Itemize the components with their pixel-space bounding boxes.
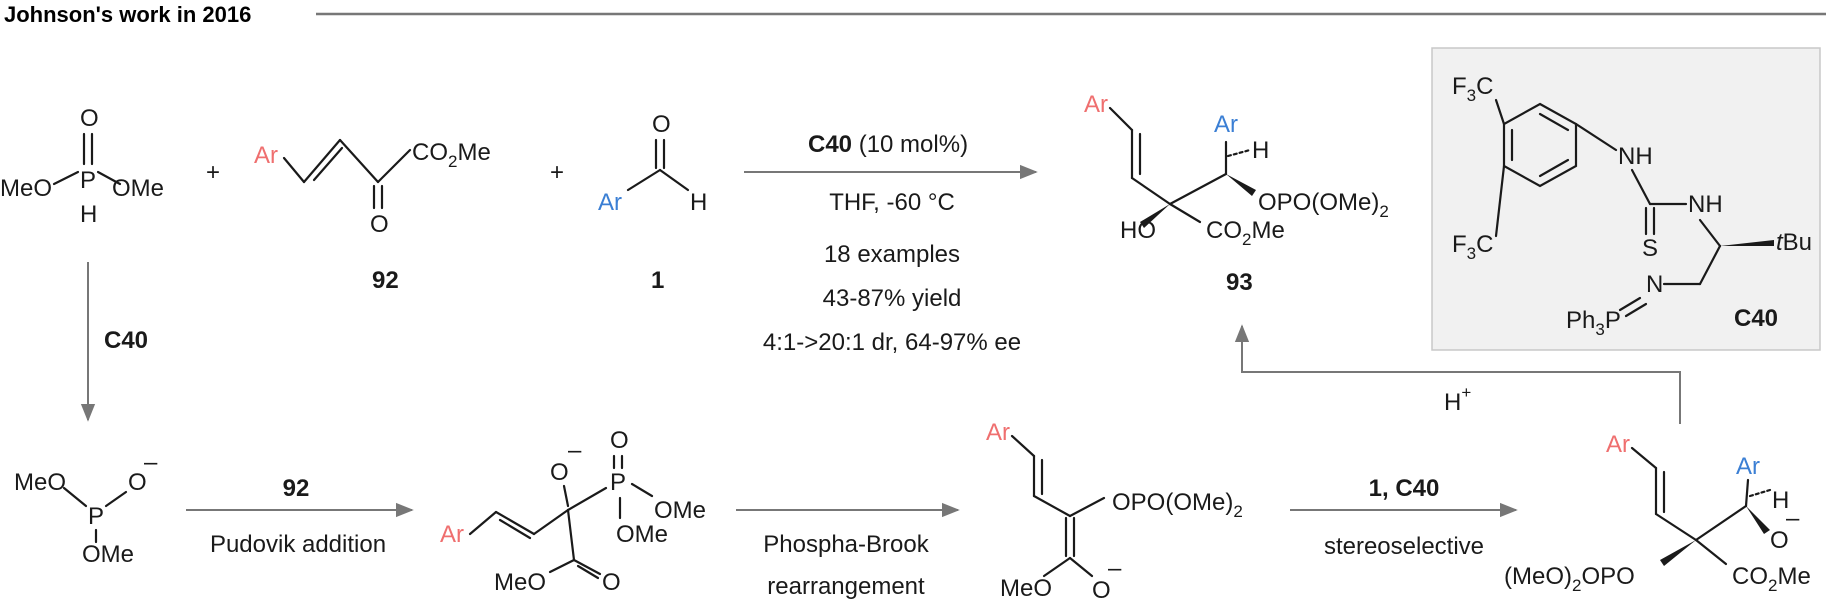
svg-text:O: O <box>1092 577 1111 604</box>
stereo-reagent: 1, C40 <box>1369 475 1440 502</box>
svg-text:MeO: MeO <box>14 469 66 496</box>
pudovik-adduct: Ar O – P O OMe OMe O MeO <box>440 427 706 596</box>
catalyst-c40-structure: F3C F3C NH NH S tBu N Ph3P <box>1452 73 1812 339</box>
protonation-arrow <box>1234 324 1681 424</box>
svg-text:O: O <box>550 459 569 486</box>
svg-text:NH: NH <box>1688 191 1723 218</box>
down-arrow-label: C40 <box>104 327 148 354</box>
svg-text:P: P <box>610 469 626 496</box>
svg-text:–: – <box>1108 555 1122 582</box>
svg-text:MeO: MeO <box>1000 575 1052 602</box>
svg-text:N: N <box>1646 271 1663 298</box>
svg-text:tBu: tBu <box>1776 229 1812 256</box>
svg-text:Ar: Ar <box>440 521 464 548</box>
protonation-label: H+ <box>1444 383 1471 416</box>
brook-label-1: Phospha-Brook <box>763 531 929 558</box>
main-yield: 43-87% yield <box>823 285 962 312</box>
svg-text:Ar: Ar <box>1606 431 1630 458</box>
svg-text:HO: HO <box>1120 217 1156 244</box>
dimethyl-phosphite: O P MeO OMe H <box>0 105 164 228</box>
svg-text:NH: NH <box>1618 143 1653 170</box>
svg-text:Ar: Ar <box>986 419 1010 446</box>
label-93: 93 <box>1226 269 1253 296</box>
svg-text:–: – <box>144 449 158 476</box>
aldehyde-1: O Ar H <box>598 111 707 216</box>
svg-text:Ph3P: Ph3P <box>1566 307 1621 339</box>
product-93: Ar Ar H OPO(OMe)2 HO CO2Me <box>1084 91 1389 249</box>
svg-text:Ar: Ar <box>254 142 278 169</box>
svg-text:O: O <box>652 111 671 138</box>
svg-text:–: – <box>1786 505 1800 532</box>
svg-text:H: H <box>690 189 707 216</box>
section-title: Johnson's work in 2016 <box>4 2 251 27</box>
svg-text:CO2Me: CO2Me <box>412 139 491 171</box>
svg-text:CO2Me: CO2Me <box>1732 563 1811 595</box>
svg-text:MeO: MeO <box>0 175 52 202</box>
pudovik-label: Pudovik addition <box>210 531 386 558</box>
svg-text:S: S <box>1642 235 1658 262</box>
svg-text:O: O <box>80 105 99 132</box>
svg-text:OMe: OMe <box>616 521 668 548</box>
svg-text:OPO(OMe)2: OPO(OMe)2 <box>1112 489 1243 521</box>
compound-92: Ar O CO2Me <box>254 138 491 238</box>
brook-label-2: rearrangement <box>767 573 925 600</box>
svg-text:OMe: OMe <box>82 541 134 568</box>
svg-text:P: P <box>88 503 104 530</box>
svg-text:Ar: Ar <box>1736 453 1760 480</box>
svg-text:O: O <box>602 569 621 596</box>
label-1: 1 <box>651 267 664 294</box>
svg-text:OMe: OMe <box>654 497 706 524</box>
svg-text:P: P <box>80 167 96 194</box>
svg-text:(MeO)2OPO: (MeO)2OPO <box>1504 563 1635 595</box>
svg-text:O: O <box>1770 527 1789 554</box>
main-examples: 18 examples <box>824 241 960 268</box>
catalyst-box <box>1431 47 1821 351</box>
svg-text:OMe: OMe <box>112 175 164 202</box>
label-92: 92 <box>372 267 399 294</box>
svg-text:–: – <box>568 437 582 464</box>
svg-text:CO2Me: CO2Me <box>1206 217 1285 249</box>
plus-1: + <box>206 159 220 186</box>
svg-text:Ar: Ar <box>598 189 622 216</box>
svg-text:H: H <box>1772 487 1789 514</box>
main-conditions: THF, -60 °C <box>829 189 955 216</box>
plus-2: + <box>550 159 564 186</box>
svg-text:H: H <box>1252 137 1269 164</box>
label-c40: C40 <box>1734 305 1778 332</box>
svg-text:O: O <box>128 469 147 496</box>
svg-text:MeO: MeO <box>494 569 546 596</box>
svg-text:OPO(OMe)2: OPO(OMe)2 <box>1258 189 1389 221</box>
stereo-label: stereoselective <box>1324 533 1484 560</box>
svg-text:H: H <box>80 201 97 228</box>
pudovik-reagent: 92 <box>283 475 310 502</box>
svg-text:Ar: Ar <box>1084 91 1108 118</box>
svg-text:O: O <box>370 211 389 238</box>
alkoxide-intermediate: Ar Ar H O – (MeO)2OPO CO2Me <box>1504 431 1811 595</box>
phosphite-anion: MeO P O – OMe <box>14 449 158 568</box>
svg-text:O: O <box>610 427 629 454</box>
svg-text:Ar: Ar <box>1214 111 1238 138</box>
svg-text:F3C: F3C <box>1452 73 1493 105</box>
svg-text:F3C: F3C <box>1452 231 1493 263</box>
main-catalyst: C40 (10 mol%) <box>808 131 968 158</box>
main-selectivity: 4:1->20:1 dr, 64-97% ee <box>763 329 1021 356</box>
enolate-intermediate: Ar OPO(OMe)2 MeO O – <box>986 419 1243 604</box>
